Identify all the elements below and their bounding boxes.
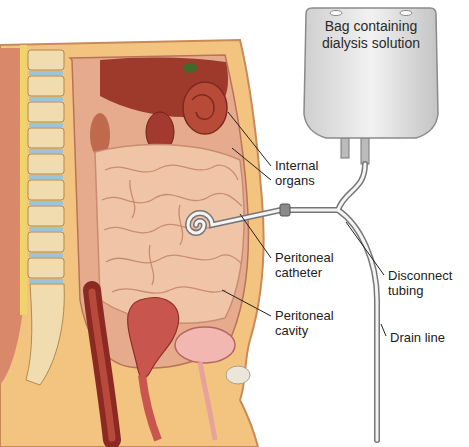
bag-label: Bag containing dialysis solution — [296, 6, 446, 52]
part-label: Drain line — [390, 330, 464, 345]
part-label: Peritoneal cavity — [275, 308, 349, 338]
part-label: Disconnect tubing — [388, 268, 464, 298]
part-label: Peritoneal catheter — [275, 250, 349, 280]
part-label: Internal organs — [275, 158, 337, 188]
solution-bag: Bag containing dialysis solution — [296, 6, 446, 140]
